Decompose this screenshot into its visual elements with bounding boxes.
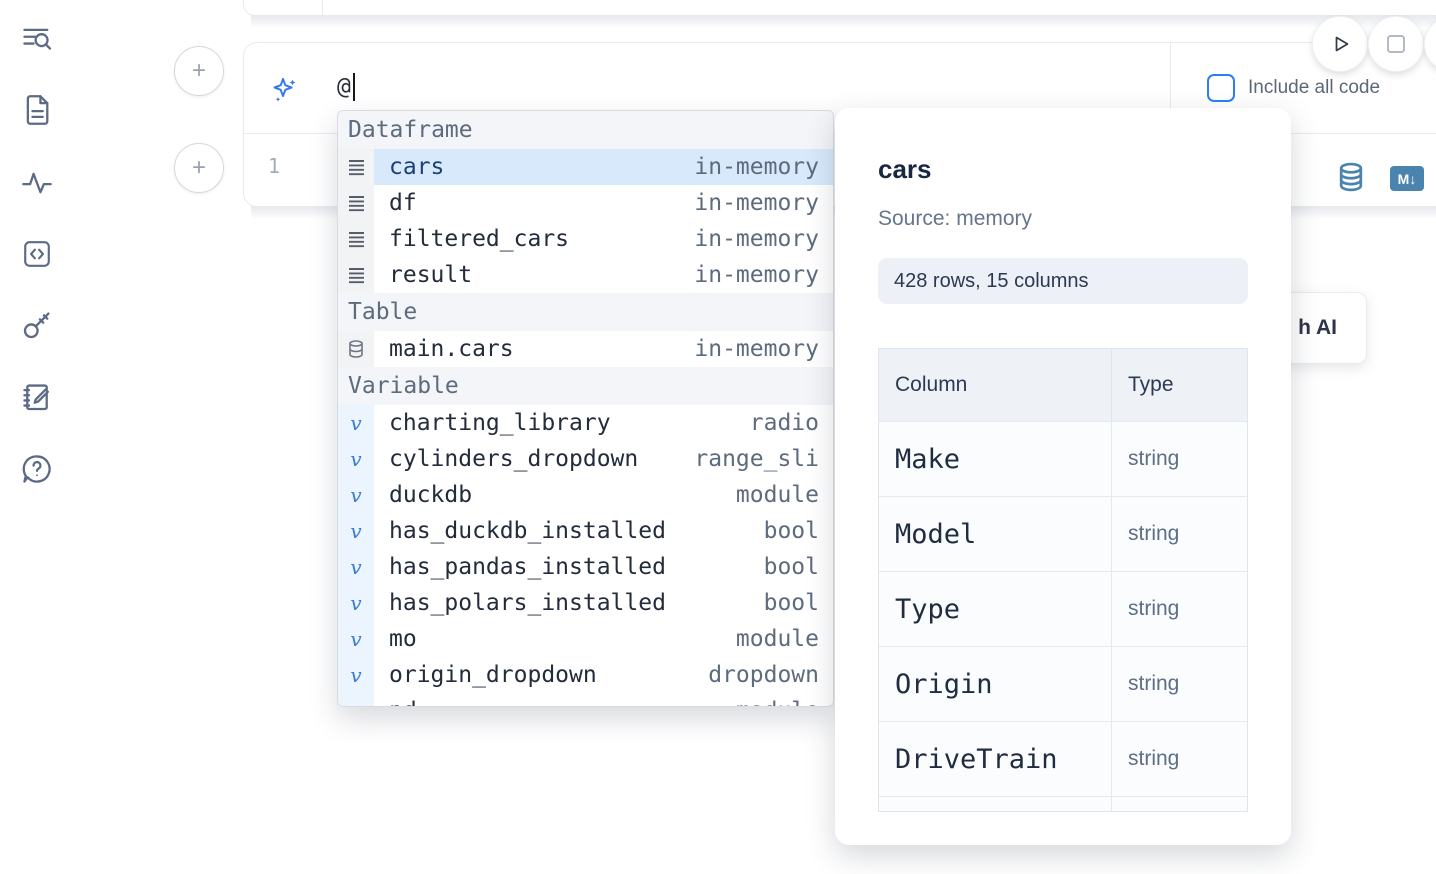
- preview-title: cars: [878, 154, 932, 184]
- database-icon: [338, 331, 374, 367]
- run-cell-button[interactable]: [1313, 17, 1367, 71]
- rows-icon: [338, 257, 374, 293]
- list-search-icon[interactable]: [20, 22, 54, 56]
- shape-badge: 428 rows, 15 columns: [878, 258, 1248, 304]
- table-row: DriveTrain string: [879, 721, 1247, 796]
- prompt-value: @: [337, 74, 351, 100]
- partial-toolbar-button[interactable]: [1425, 17, 1436, 71]
- notebook-pen-icon[interactable]: [20, 380, 54, 414]
- table-row: Model string: [879, 496, 1247, 571]
- variable-icon: v: [338, 549, 374, 585]
- rows-icon: [338, 185, 374, 221]
- variable-icon: v: [338, 621, 374, 657]
- markdown-convert-icon[interactable]: M↓: [1390, 166, 1424, 191]
- preview-source: Source: memory: [878, 207, 1033, 230]
- schema-table-header: Column Type: [879, 349, 1247, 421]
- section-header-variable: Variable: [338, 367, 833, 405]
- prev-cell-gutter-divider: [322, 0, 323, 15]
- previous-cell-fragment: [243, 0, 1436, 16]
- prompt-options-pane: Include all code: [1170, 43, 1436, 133]
- autocomplete-item-pd[interactable]: v pdmodule: [338, 693, 833, 706]
- table-row-clipped: [879, 796, 1247, 811]
- line-number: 1: [268, 154, 281, 178]
- dataframe-preview-panel: cars Source: memory 428 rows, 15 columns…: [835, 108, 1291, 845]
- include-all-code-checkbox[interactable]: [1207, 74, 1235, 102]
- variable-icon: v: [338, 693, 374, 706]
- table-row: Make string: [879, 421, 1247, 496]
- file-document-icon[interactable]: [20, 93, 54, 127]
- text-cursor: [352, 73, 355, 101]
- key-icon[interactable]: [20, 308, 54, 342]
- section-header-table: Table: [338, 293, 833, 331]
- add-cell-below-button[interactable]: +: [174, 143, 224, 193]
- activity-pulse-icon[interactable]: [20, 166, 54, 200]
- variable-icon: v: [338, 585, 374, 621]
- table-row: Type string: [879, 571, 1247, 646]
- ai-button-label: h AI: [1298, 316, 1337, 339]
- variable-icon: v: [338, 441, 374, 477]
- variable-icon: v: [338, 513, 374, 549]
- section-header-dataframe: Dataframe: [338, 111, 833, 149]
- code-editor-row[interactable]: 1 M↓: [244, 134, 1436, 205]
- rows-icon: [338, 149, 374, 185]
- table-row: Origin string: [879, 646, 1247, 721]
- code-box-icon[interactable]: [20, 237, 54, 271]
- add-cell-above-button[interactable]: +: [174, 46, 224, 96]
- variable-icon: v: [338, 477, 374, 513]
- variable-icon: v: [338, 405, 374, 441]
- ai-prompt-input[interactable]: @: [337, 73, 355, 101]
- variable-icon: v: [338, 657, 374, 693]
- stop-button[interactable]: [1369, 17, 1423, 71]
- schema-table: Column Type Make string Model string Typ…: [878, 348, 1248, 812]
- datasource-database-icon[interactable]: [1336, 162, 1366, 198]
- ai-sparkle-icon: [271, 76, 299, 109]
- help-chat-icon[interactable]: [20, 452, 54, 486]
- include-all-code-label: Include all code: [1248, 77, 1381, 98]
- type-header: Type: [1128, 373, 1174, 396]
- column-header: Column: [879, 349, 1112, 421]
- prev-cell-shadow: [251, 15, 1436, 28]
- rows-icon: [338, 221, 374, 257]
